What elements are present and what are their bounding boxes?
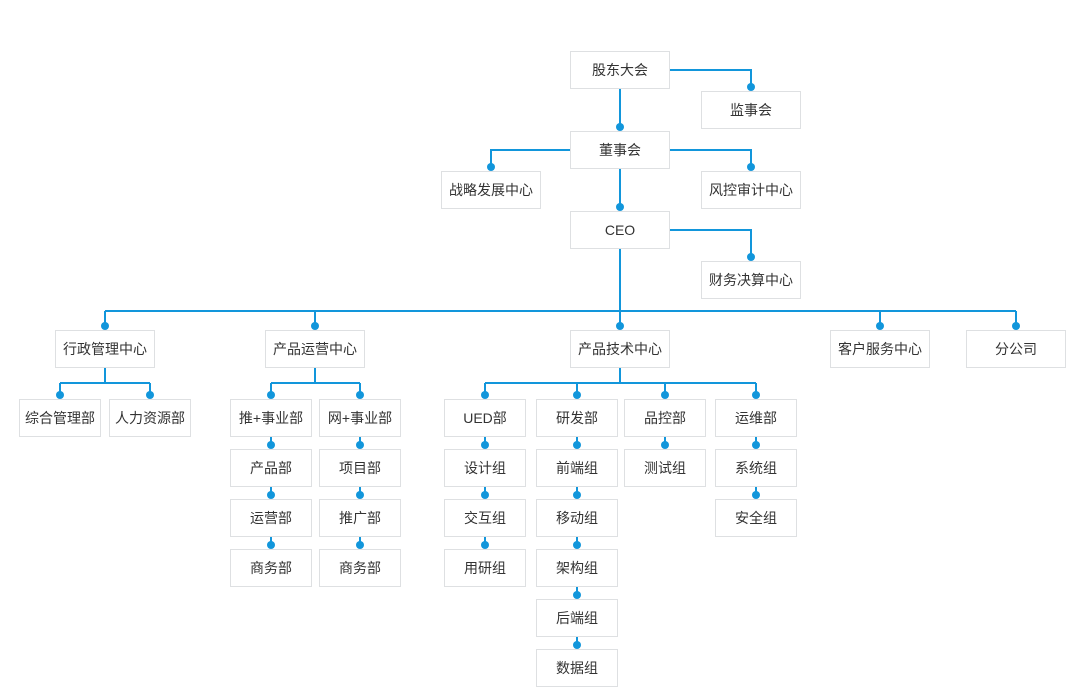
dot-mobile-group	[573, 491, 581, 499]
org-node-risk-audit-center: 风控审计中心	[701, 171, 801, 209]
org-node-admin-center: 行政管理中心	[55, 330, 155, 368]
dot-qc	[661, 391, 669, 399]
org-node-business-dept-tui: 商务部	[230, 549, 312, 587]
dot-system-group	[752, 441, 760, 449]
dot-supervisory	[747, 83, 755, 91]
org-node-architecture-group: 架构组	[536, 549, 618, 587]
edge-board-risk	[670, 149, 752, 167]
org-node-wang-division: 网+事业部	[319, 399, 401, 437]
org-node-branch-company: 分公司	[966, 330, 1066, 368]
dot-project-dept	[356, 441, 364, 449]
org-node-supervisory: 监事会	[701, 91, 801, 129]
org-node-tech-center: 产品技术中心	[570, 330, 670, 368]
org-node-product-dept: 产品部	[230, 449, 312, 487]
dot-board	[616, 123, 624, 131]
org-node-mobile-group: 移动组	[536, 499, 618, 537]
dot-finance	[747, 253, 755, 261]
dot-risk	[747, 163, 755, 171]
org-node-project-dept: 项目部	[319, 449, 401, 487]
edge-shareholders-supervisory	[670, 69, 752, 87]
dot-service-center	[876, 322, 884, 330]
org-node-frontend-group: 前端组	[536, 449, 618, 487]
dot-backend-group	[573, 591, 581, 599]
dot-tech-center	[616, 322, 624, 330]
dot-operation-dept	[267, 491, 275, 499]
dot-interaction-group	[481, 491, 489, 499]
dot-research-group	[481, 541, 489, 549]
dot-product-dept	[267, 441, 275, 449]
org-node-operation-dept: 运营部	[230, 499, 312, 537]
org-node-shareholders: 股东大会	[570, 51, 670, 89]
dot-ued	[481, 391, 489, 399]
dot-tui-division	[267, 391, 275, 399]
edge-board-strategy	[490, 149, 570, 167]
org-node-finance-center: 财务决算中心	[701, 261, 801, 299]
org-node-ued-dept: UED部	[444, 399, 526, 437]
edge-ceo-finance	[670, 229, 752, 257]
org-node-backend-group: 后端组	[536, 599, 618, 637]
org-node-ceo: CEO	[570, 211, 670, 249]
org-node-tui-division: 推+事业部	[230, 399, 312, 437]
dot-strategy	[487, 163, 495, 171]
org-node-rd-dept: 研发部	[536, 399, 618, 437]
dot-ops-center	[311, 322, 319, 330]
org-node-service-center: 客户服务中心	[830, 330, 930, 368]
org-node-board: 董事会	[570, 131, 670, 169]
org-node-om-dept: 运维部	[715, 399, 797, 437]
org-node-promotion-dept: 推广部	[319, 499, 401, 537]
dot-wang-division	[356, 391, 364, 399]
org-node-business-dept-wang: 商务部	[319, 549, 401, 587]
dot-business-dept-tui	[267, 541, 275, 549]
org-node-hr-dept: 人力资源部	[109, 399, 191, 437]
dot-test-group	[661, 441, 669, 449]
dot-om	[752, 391, 760, 399]
dot-promotion-dept	[356, 491, 364, 499]
dot-rd	[573, 391, 581, 399]
dot-frontend-group	[573, 441, 581, 449]
org-node-research-group: 用研组	[444, 549, 526, 587]
edge-admin-center-children	[59, 368, 151, 395]
dot-ceo	[616, 203, 624, 211]
edge-tech-center-children	[484, 368, 757, 395]
dot-business-dept-wang	[356, 541, 364, 549]
org-node-data-group: 数据组	[536, 649, 618, 687]
edge-ops-center-children	[270, 368, 361, 395]
org-node-general-admin-dept: 综合管理部	[19, 399, 101, 437]
dot-hr	[146, 391, 154, 399]
dot-architecture-group	[573, 541, 581, 549]
dot-branch-company	[1012, 322, 1020, 330]
org-node-qc-dept: 品控部	[624, 399, 706, 437]
dot-admin-center	[101, 322, 109, 330]
org-node-system-group: 系统组	[715, 449, 797, 487]
dot-general-admin	[56, 391, 64, 399]
org-node-design-group: 设计组	[444, 449, 526, 487]
dot-design-group	[481, 441, 489, 449]
dot-security-group	[752, 491, 760, 499]
edge-ceo-trunk	[105, 249, 1016, 312]
org-node-strategy-center: 战略发展中心	[441, 171, 541, 209]
org-node-security-group: 安全组	[715, 499, 797, 537]
org-node-test-group: 测试组	[624, 449, 706, 487]
org-node-ops-center: 产品运营中心	[265, 330, 365, 368]
dot-data-group	[573, 641, 581, 649]
org-node-interaction-group: 交互组	[444, 499, 526, 537]
